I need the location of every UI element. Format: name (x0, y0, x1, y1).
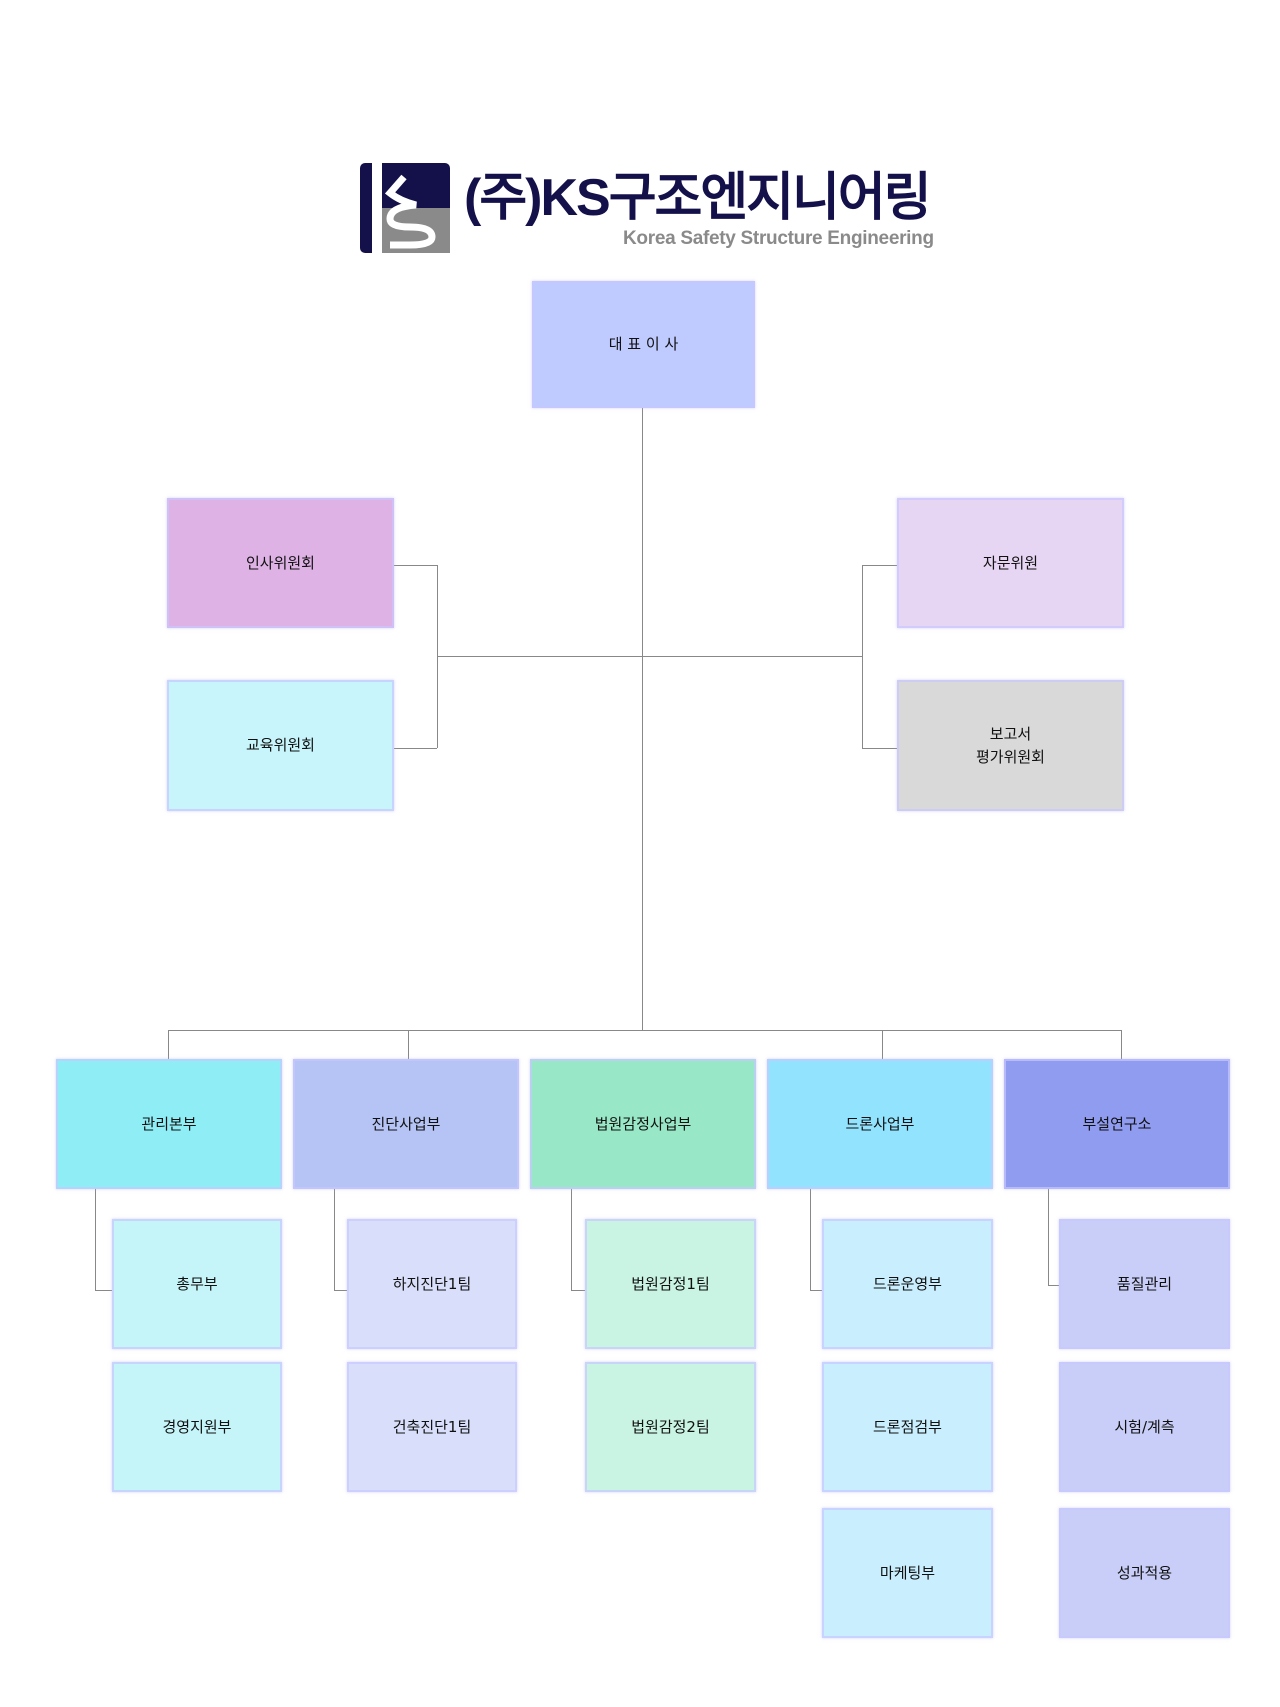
division-box[interactable]: 부설연구소 (1004, 1059, 1230, 1189)
division-box[interactable]: 관리본부 (56, 1059, 282, 1189)
connector-line (1048, 1285, 1060, 1286)
connector-line (862, 565, 898, 566)
connector-line (334, 1290, 348, 1291)
team-box[interactable]: 경영지원부 (112, 1362, 282, 1492)
connector-line (1048, 1189, 1049, 1285)
team-box[interactable]: 하지진단1팀 (347, 1219, 517, 1349)
logo-title: (주)KS구조엔지니어링 (464, 169, 932, 227)
team-box[interactable]: 시험/계측 (1059, 1362, 1230, 1492)
team-box[interactable]: 성과적용 (1059, 1508, 1230, 1638)
division-box[interactable]: 법원감정사업부 (530, 1059, 756, 1189)
team-box[interactable]: 총무부 (112, 1219, 282, 1349)
team-box[interactable]: 법원감정1팀 (585, 1219, 756, 1349)
committee-education[interactable]: 교육위원회 (167, 680, 394, 811)
team-box[interactable]: 법원감정2팀 (585, 1362, 756, 1492)
connector-line (168, 1030, 169, 1060)
ceo-box[interactable]: 대 표 이 사 (532, 281, 755, 408)
connector-line (571, 1290, 586, 1291)
connector-line (408, 1030, 409, 1060)
connector-line (334, 1189, 335, 1290)
connector-line (642, 408, 643, 1030)
connector-line (882, 1030, 883, 1060)
connector-line (394, 748, 437, 749)
connector-line (437, 565, 438, 748)
connector-line (1121, 1030, 1122, 1060)
team-box[interactable]: 드론점검부 (822, 1362, 993, 1492)
team-box[interactable]: 마케팅부 (822, 1508, 993, 1638)
connector-line (810, 1290, 823, 1291)
team-box[interactable]: 건축진단1팀 (347, 1362, 517, 1492)
committee-hr[interactable]: 인사위원회 (167, 498, 394, 628)
committee-report-evaluation[interactable]: 보고서 평가위원회 (897, 680, 1124, 811)
connector-line (95, 1189, 96, 1290)
division-box[interactable]: 진단사업부 (293, 1059, 519, 1189)
ks-logo-icon (360, 163, 450, 253)
connector-line (810, 1189, 811, 1290)
connector-line (862, 748, 898, 749)
connector-line (571, 1189, 572, 1290)
team-box[interactable]: 품질관리 (1059, 1219, 1230, 1349)
division-box[interactable]: 드론사업부 (767, 1059, 993, 1189)
connector-line (394, 565, 437, 566)
connector-line (437, 656, 862, 657)
team-box[interactable]: 드론운영부 (822, 1219, 993, 1349)
connector-line (862, 565, 863, 748)
logo-subtitle: Korea Safety Structure Engineering (623, 228, 934, 249)
connector-line (95, 1290, 113, 1291)
connector-line (168, 1030, 1122, 1031)
committee-advisory[interactable]: 자문위원 (897, 498, 1124, 628)
